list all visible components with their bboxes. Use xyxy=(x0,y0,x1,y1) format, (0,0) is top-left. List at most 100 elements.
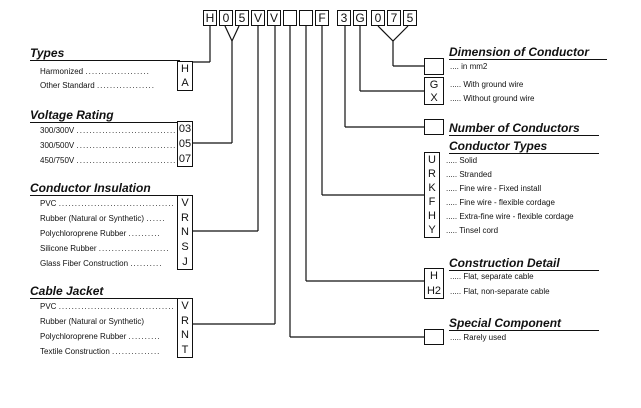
insulation-row-2-label: Rubber (Natural or Synthetic) xyxy=(40,214,145,223)
construction-code-2: H2 xyxy=(426,284,442,297)
jacket-row-1: PVC .................................... xyxy=(40,302,175,312)
conductor-types-code-6: Y xyxy=(428,224,436,236)
voltage-row-2: 300/500V ............................... xyxy=(40,141,176,151)
construction-heading: Construction Detail xyxy=(449,256,599,271)
jacket-row-2-label: Rubber (Natural or Synthetic) xyxy=(40,317,145,326)
construction-code-1: H xyxy=(430,270,438,283)
insulation-row-4-label: Silicone Rubber xyxy=(40,244,97,253)
insulation-heading: Conductor Insulation xyxy=(30,181,180,196)
voltage-row-1-dots: ............................... xyxy=(76,126,177,135)
voltage-row-1: 300/300V ............................... xyxy=(40,126,176,136)
number-heading: Number of Conductors xyxy=(449,121,599,136)
conductor-types-code-box: U R K F H Y xyxy=(424,152,440,238)
conductor-types-desc-2: ..... Stranded xyxy=(446,170,492,179)
jacket-row-3-label: Polychloroprene Rubber xyxy=(40,332,127,341)
voltage-row-3: 450/750V ............................... xyxy=(40,156,176,166)
code-char-8: F xyxy=(315,10,329,26)
insulation-row-5-label: Glass Fiber Construction xyxy=(40,259,129,268)
voltage-code-1: 03 xyxy=(178,123,192,136)
types-heading: Types xyxy=(30,46,180,61)
conductor-types-code-5: H xyxy=(428,210,436,222)
types-code-box: H A xyxy=(177,61,193,91)
insulation-code-2: R xyxy=(181,211,189,224)
code-char-6 xyxy=(283,10,297,26)
construction-desc-1: ..... Flat, separate cable xyxy=(450,272,534,281)
jacket-row-4-dots: ............... xyxy=(112,347,161,356)
insulation-row-2-dots: ...... xyxy=(146,214,166,223)
jacket-row-1-dots: .................................... xyxy=(58,302,175,311)
dimension-box-desc: .... in mm2 xyxy=(450,62,488,71)
ground-code-1: G xyxy=(429,78,439,91)
insulation-code-4: S xyxy=(181,241,189,254)
conductor-types-code-3: K xyxy=(428,182,436,194)
voltage-heading: Voltage Rating xyxy=(30,108,180,123)
insulation-row-3-label: Polychloroprene Rubber xyxy=(40,229,127,238)
ground-code-2: X xyxy=(430,91,438,104)
types-code-2: A xyxy=(181,77,189,89)
types-row-2-label: Other Standard xyxy=(40,81,95,90)
insulation-code-1: V xyxy=(181,197,189,210)
code-char-13: 5 xyxy=(403,10,417,26)
jacket-code-2: R xyxy=(181,314,189,327)
types-row-2-dots: .................. xyxy=(96,81,155,90)
code-char-7 xyxy=(299,10,313,26)
conductor-types-desc-4: ..... Fine wire - flexible cordage xyxy=(446,198,555,207)
voltage-row-2-dots: ............................... xyxy=(76,141,177,150)
voltage-row-1-label: 300/300V xyxy=(40,126,75,135)
ground-desc-2: ..... Without ground wire xyxy=(450,94,535,103)
types-row-1-dots: .................... xyxy=(85,67,150,76)
insulation-row-1-dots: .................................... xyxy=(58,199,175,208)
insulation-row-2: Rubber (Natural or Synthetic) ...... xyxy=(40,214,166,224)
dimension-heading: Dimension of Conductor xyxy=(449,45,607,60)
insulation-code-3: N xyxy=(181,226,189,239)
voltage-row-3-dots: ............................... xyxy=(76,156,177,165)
conductor-types-code-2: R xyxy=(428,168,436,180)
voltage-row-2-label: 300/500V xyxy=(40,141,75,150)
ground-desc-1: ..... With ground wire xyxy=(450,80,524,89)
jacket-row-1-label: PVC xyxy=(40,302,57,311)
code-char-2: 0 xyxy=(219,10,233,26)
insulation-row-4-dots: ...................... xyxy=(98,244,170,253)
conductor-types-desc-5: ..... Extra-fine wire - flexible cordage xyxy=(446,212,574,221)
code-char-4: V xyxy=(251,10,265,26)
insulation-row-5-dots: .......... xyxy=(130,259,163,268)
jacket-row-4: Textile Construction ............... xyxy=(40,347,160,357)
insulation-row-4: Silicone Rubber ...................... xyxy=(40,244,170,254)
construction-desc-2: ..... Flat, non-separate cable xyxy=(450,287,550,296)
code-char-1: H xyxy=(203,10,217,26)
code-char-5: V xyxy=(267,10,281,26)
jacket-row-3-dots: .......... xyxy=(128,332,161,341)
construction-code-box: H H2 xyxy=(424,268,444,299)
conductor-types-heading: Conductor Types xyxy=(449,139,599,154)
conductor-types-desc-6: ..... Tinsel cord xyxy=(446,226,499,235)
types-row-1-label: Harmonized xyxy=(40,67,84,76)
conductor-types-desc-1: ..... Solid xyxy=(446,156,478,165)
ground-code-box: G X xyxy=(424,77,444,105)
voltage-code-box: 03 05 07 xyxy=(177,121,193,167)
code-char-10: G xyxy=(353,10,367,26)
insulation-row-5: Glass Fiber Construction .......... xyxy=(40,259,163,269)
voltage-row-3-label: 450/750V xyxy=(40,156,75,165)
types-row-2: Other Standard .................. xyxy=(40,81,155,91)
special-heading: Special Component xyxy=(449,316,599,331)
code-char-9: 3 xyxy=(337,10,351,26)
code-char-12: 7 xyxy=(387,10,401,26)
insulation-row-1-label: PVC xyxy=(40,199,57,208)
insulation-row-3: Polychloroprene Rubber .......... xyxy=(40,229,161,239)
jacket-code-4: T xyxy=(181,343,189,356)
conductor-types-code-4: F xyxy=(428,196,436,208)
insulation-row-3-dots: .......... xyxy=(128,229,161,238)
code-char-11: 0 xyxy=(371,10,385,26)
number-box xyxy=(424,119,444,135)
types-code-1: H xyxy=(181,63,189,75)
jacket-row-2: Rubber (Natural or Synthetic) xyxy=(40,317,144,327)
jacket-row-3: Polychloroprene Rubber .......... xyxy=(40,332,161,342)
conductor-types-desc-3: ..... Fine wire - Fixed install xyxy=(446,184,542,193)
jacket-row-4-label: Textile Construction xyxy=(40,347,110,356)
jacket-code-box: V R N T xyxy=(177,298,193,358)
conductor-types-code-1: U xyxy=(428,154,436,166)
jacket-heading: Cable Jacket xyxy=(30,284,180,299)
insulation-row-1: PVC .................................... xyxy=(40,199,175,209)
dimension-box xyxy=(424,58,444,75)
